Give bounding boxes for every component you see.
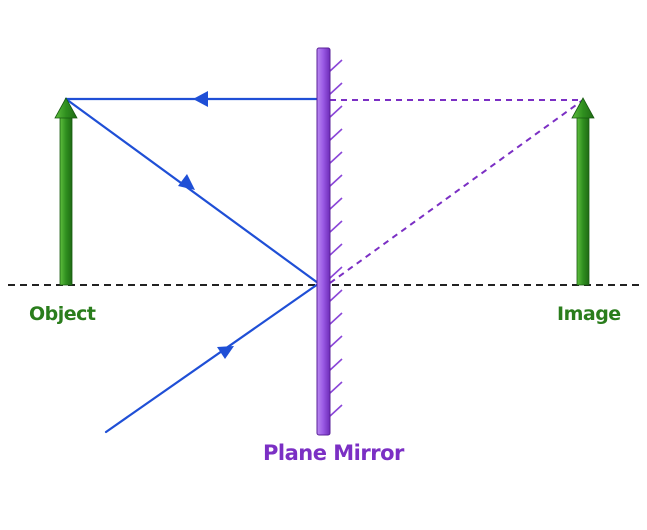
plane-mirror <box>316 47 331 436</box>
mirror-label: Plane Mirror <box>263 441 405 465</box>
arrowhead-left-icon <box>193 91 208 107</box>
image-arrow <box>571 97 595 286</box>
object-arrow <box>54 97 78 286</box>
image-label: Image <box>557 303 621 325</box>
light-rays <box>64 97 320 434</box>
ray-direction-arrowheads <box>178 91 234 359</box>
virtual-ray-diagonal <box>329 99 584 284</box>
reflected-ray-lower <box>104 282 320 434</box>
incident-ray-diagonal <box>64 97 320 285</box>
arrowhead-up-right-icon <box>217 346 234 359</box>
arrowhead-down-right-icon <box>178 174 195 190</box>
mirror-hatching <box>328 59 343 418</box>
object-label: Object <box>29 303 96 325</box>
